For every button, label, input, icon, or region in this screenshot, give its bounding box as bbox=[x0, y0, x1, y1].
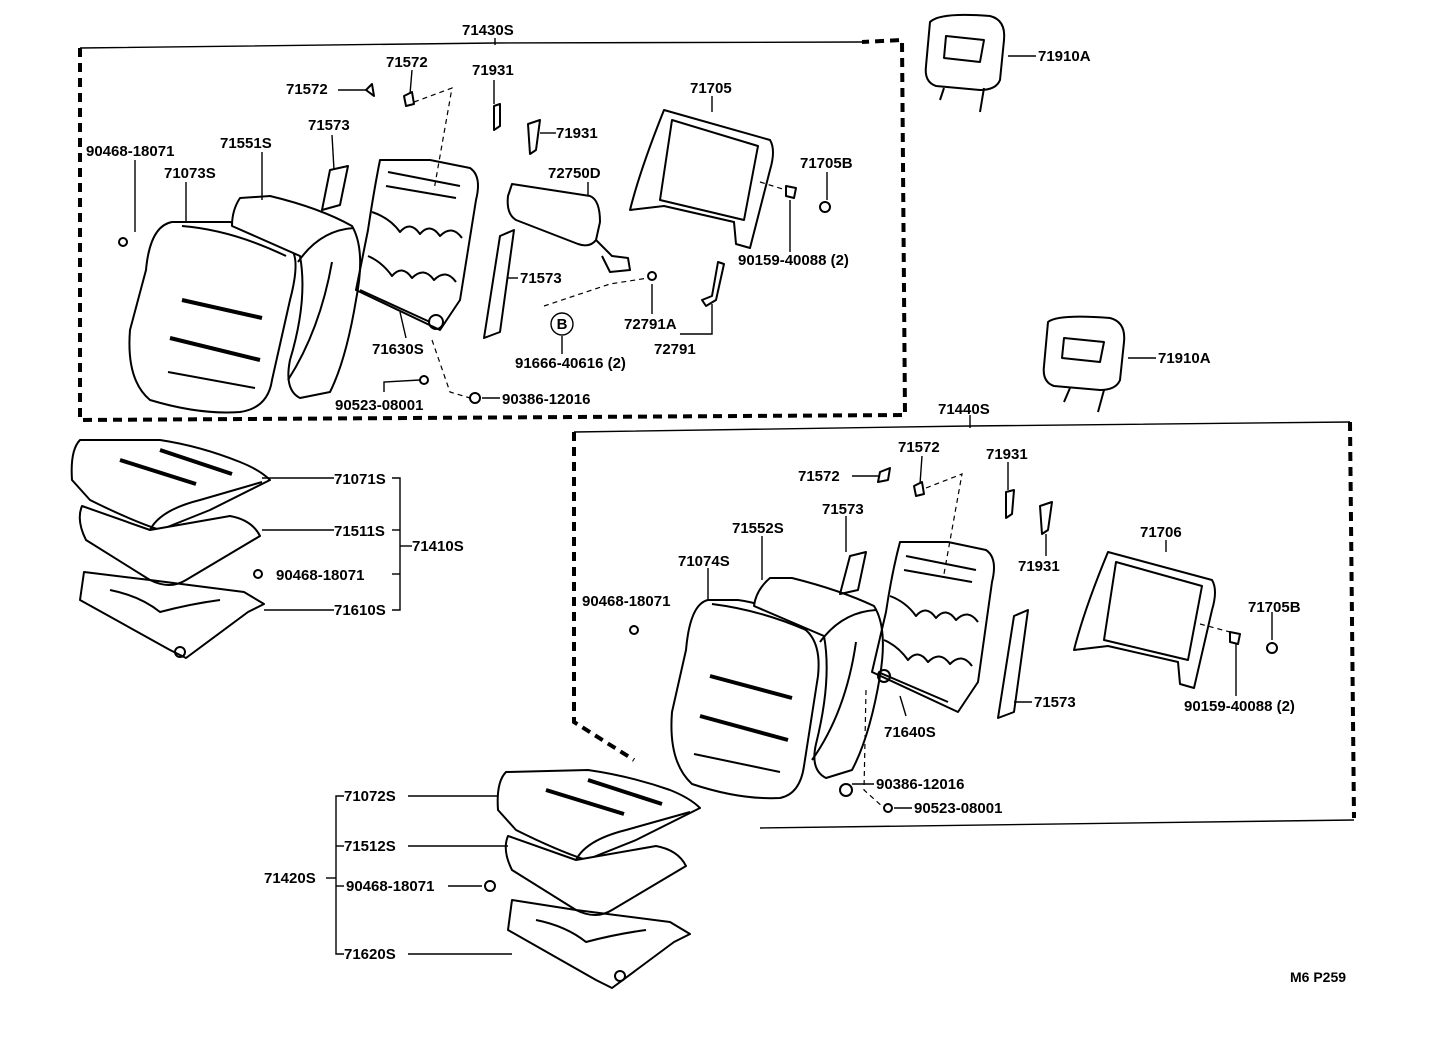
label-71610S: 71610S bbox=[334, 602, 386, 619]
seatback-assembly-left: B bbox=[78, 37, 908, 423]
label-90159-right: 90159-40088 (2) bbox=[1184, 698, 1295, 715]
side-trim-71573-upper-left bbox=[321, 165, 349, 211]
label-71931-a-right: 71931 bbox=[986, 446, 1028, 463]
label-90468-cushion-right: 90468-18071 bbox=[346, 878, 434, 895]
callout-b-text: B bbox=[557, 316, 568, 333]
label-71572-b-left: 71572 bbox=[386, 54, 428, 71]
label-72791A: 72791A bbox=[624, 316, 677, 333]
label-71620S: 71620S bbox=[344, 946, 396, 963]
hog-ring-90468-cushion-left bbox=[253, 569, 263, 579]
label-71074S: 71074S bbox=[678, 553, 730, 570]
label-90159-left: 90159-40088 (2) bbox=[738, 252, 849, 269]
cushion-pad-71512S bbox=[504, 835, 687, 916]
seatback-board-71706 bbox=[1073, 551, 1216, 689]
headrest-lower bbox=[1042, 315, 1126, 413]
cushion-cover-71071S bbox=[70, 439, 271, 531]
label-71071S: 71071S bbox=[334, 471, 386, 488]
label-71512S: 71512S bbox=[344, 838, 396, 855]
label-91666: 91666-40616 (2) bbox=[515, 355, 626, 372]
headrest-upper bbox=[924, 13, 1006, 113]
label-71931-b-right: 71931 bbox=[1018, 558, 1060, 575]
hog-ring-90468-right bbox=[629, 625, 639, 635]
button-71705B-left bbox=[819, 201, 831, 213]
seatback-pad-left bbox=[231, 195, 362, 399]
hog-ring-90468-left bbox=[118, 237, 128, 247]
label-71552S: 71552S bbox=[732, 520, 784, 537]
seatback-frame-left bbox=[355, 159, 479, 331]
assembly-boundary-left bbox=[78, 37, 908, 423]
label-90386-right: 90386-12016 bbox=[876, 776, 964, 793]
label-71573-a-left: 71573 bbox=[308, 117, 350, 134]
hog-ring-90468-cushion-right bbox=[484, 880, 496, 892]
seatback-board-71705 bbox=[629, 109, 774, 249]
label-71573-a-right: 71573 bbox=[822, 501, 864, 518]
label-71640S: 71640S bbox=[884, 724, 936, 741]
cushion-frame-71620S bbox=[507, 899, 691, 989]
label-90523-right: 90523-08001 bbox=[914, 800, 1002, 817]
label-71931-a-left: 71931 bbox=[472, 62, 514, 79]
label-71705B-right: 71705B bbox=[1248, 599, 1301, 616]
callout-b-marker bbox=[550, 312, 574, 336]
back-panel-72750D bbox=[506, 183, 601, 247]
label-71630S: 71630S bbox=[372, 341, 424, 358]
label-71073S: 71073S bbox=[164, 165, 216, 182]
label-71572-b-right: 71572 bbox=[898, 439, 940, 456]
label-71572-a-left: 71572 bbox=[286, 81, 328, 98]
label-71573-b-left: 71573 bbox=[520, 270, 562, 287]
seat-cushion-right bbox=[484, 769, 701, 989]
label-71910A-lower: 71910A bbox=[1158, 350, 1211, 367]
seatback-cover-right bbox=[670, 599, 820, 800]
label-71440S: 71440S bbox=[938, 401, 990, 418]
label-71706: 71706 bbox=[1140, 524, 1182, 541]
seat-cushion-left bbox=[70, 439, 271, 659]
assembly-boundary-right bbox=[572, 432, 636, 762]
label-90468-right: 90468-18071 bbox=[582, 593, 670, 610]
label-71551S: 71551S bbox=[220, 135, 272, 152]
label-71572-a-right: 71572 bbox=[798, 468, 840, 485]
label-71931-b-left: 71931 bbox=[556, 125, 598, 142]
label-71705: 71705 bbox=[690, 80, 732, 97]
label-71420S: 71420S bbox=[264, 870, 316, 887]
label-71072S: 71072S bbox=[344, 788, 396, 805]
seatback-frame-right bbox=[871, 541, 995, 713]
label-90468-left: 90468-18071 bbox=[86, 143, 174, 160]
leaders-lower-right bbox=[707, 455, 1273, 809]
leaders-upper-left bbox=[134, 69, 828, 399]
cushion-pad-71511S bbox=[78, 505, 261, 586]
clip-71931-right-a bbox=[1005, 489, 1015, 519]
clip-71931-left-b bbox=[527, 119, 541, 155]
leaders-cushion-left bbox=[262, 477, 412, 611]
button-71705B-right bbox=[1266, 642, 1278, 654]
side-trim-71573-lower-left bbox=[483, 229, 515, 339]
label-90523-left: 90523-08001 bbox=[335, 397, 423, 414]
cushion-frame-71610S bbox=[79, 571, 265, 659]
seatback-cover-left bbox=[128, 221, 297, 414]
seatback-assembly-right bbox=[572, 415, 1356, 829]
clip-71931-left-a bbox=[493, 103, 501, 131]
label-71410S: 71410S bbox=[412, 538, 464, 555]
side-trim-71573-upper-right bbox=[839, 551, 867, 595]
label-72750D: 72750D bbox=[548, 165, 601, 182]
label-71430S: 71430S bbox=[462, 22, 514, 39]
label-71511S: 71511S bbox=[334, 523, 385, 540]
label-71573-b-right: 71573 bbox=[1034, 694, 1076, 711]
screw-90159-left bbox=[785, 185, 797, 199]
clip-71931-right-b bbox=[1039, 501, 1053, 535]
page-reference: M6 P259 bbox=[1290, 969, 1346, 985]
leaders-cushion-right bbox=[326, 795, 512, 955]
label-90386-left: 90386-12016 bbox=[502, 391, 590, 408]
recliner-lever-72791 bbox=[701, 261, 725, 307]
label-72791: 72791 bbox=[654, 341, 696, 358]
side-trim-71573-lower-right bbox=[997, 609, 1029, 719]
label-90468-cushion-left: 90468-18071 bbox=[276, 567, 364, 584]
label-71910A-upper: 71910A bbox=[1038, 48, 1091, 65]
label-71705B-left: 71705B bbox=[800, 155, 853, 172]
screw-90159-right bbox=[1229, 631, 1241, 645]
